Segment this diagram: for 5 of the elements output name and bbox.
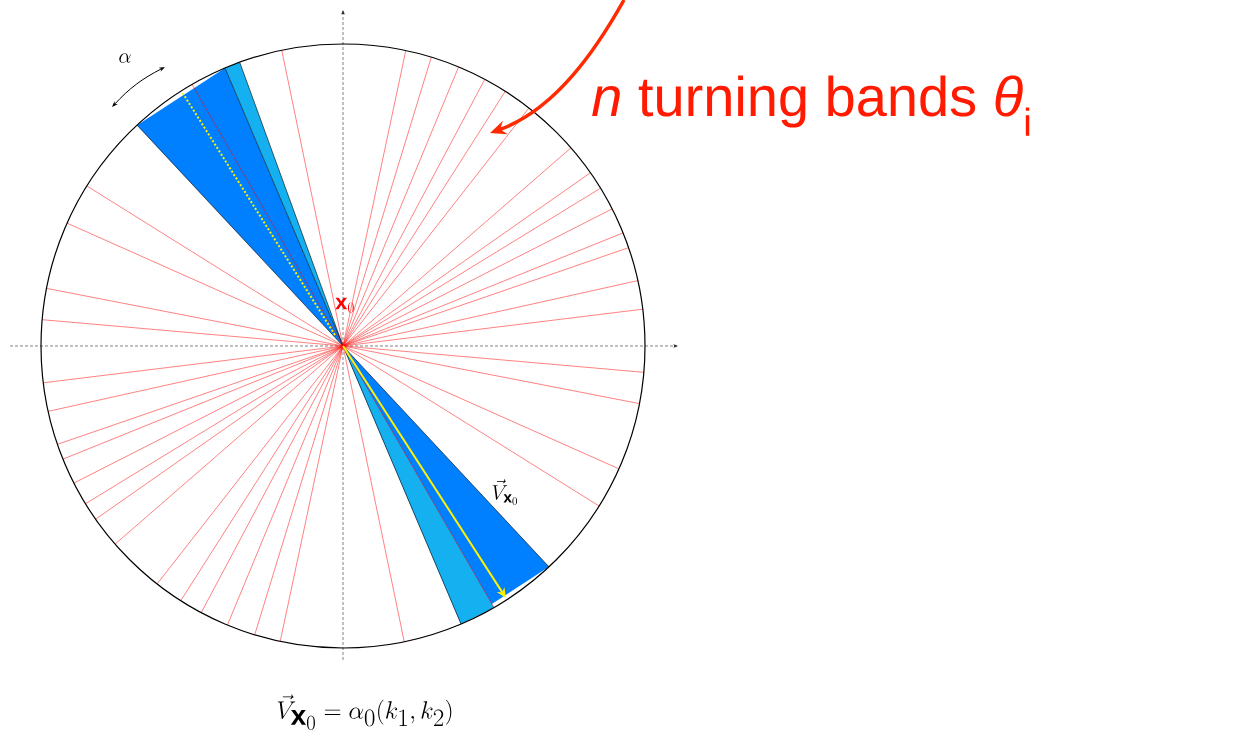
point-label: $\mathbf{x}_0$ bbox=[335, 297, 354, 313]
heading-text: n turning bands θ$_{i}$ bbox=[592, 75, 1030, 136]
vector-label: $\vec{V}_{\mathbf{x}_0}$ bbox=[492, 479, 517, 505]
angle-label: $\alpha$ bbox=[119, 53, 131, 63]
formula: $\vec{V}_{\mathbf{x}_0} = \alpha_0(k_1, k_2)$ bbox=[277, 694, 452, 730]
